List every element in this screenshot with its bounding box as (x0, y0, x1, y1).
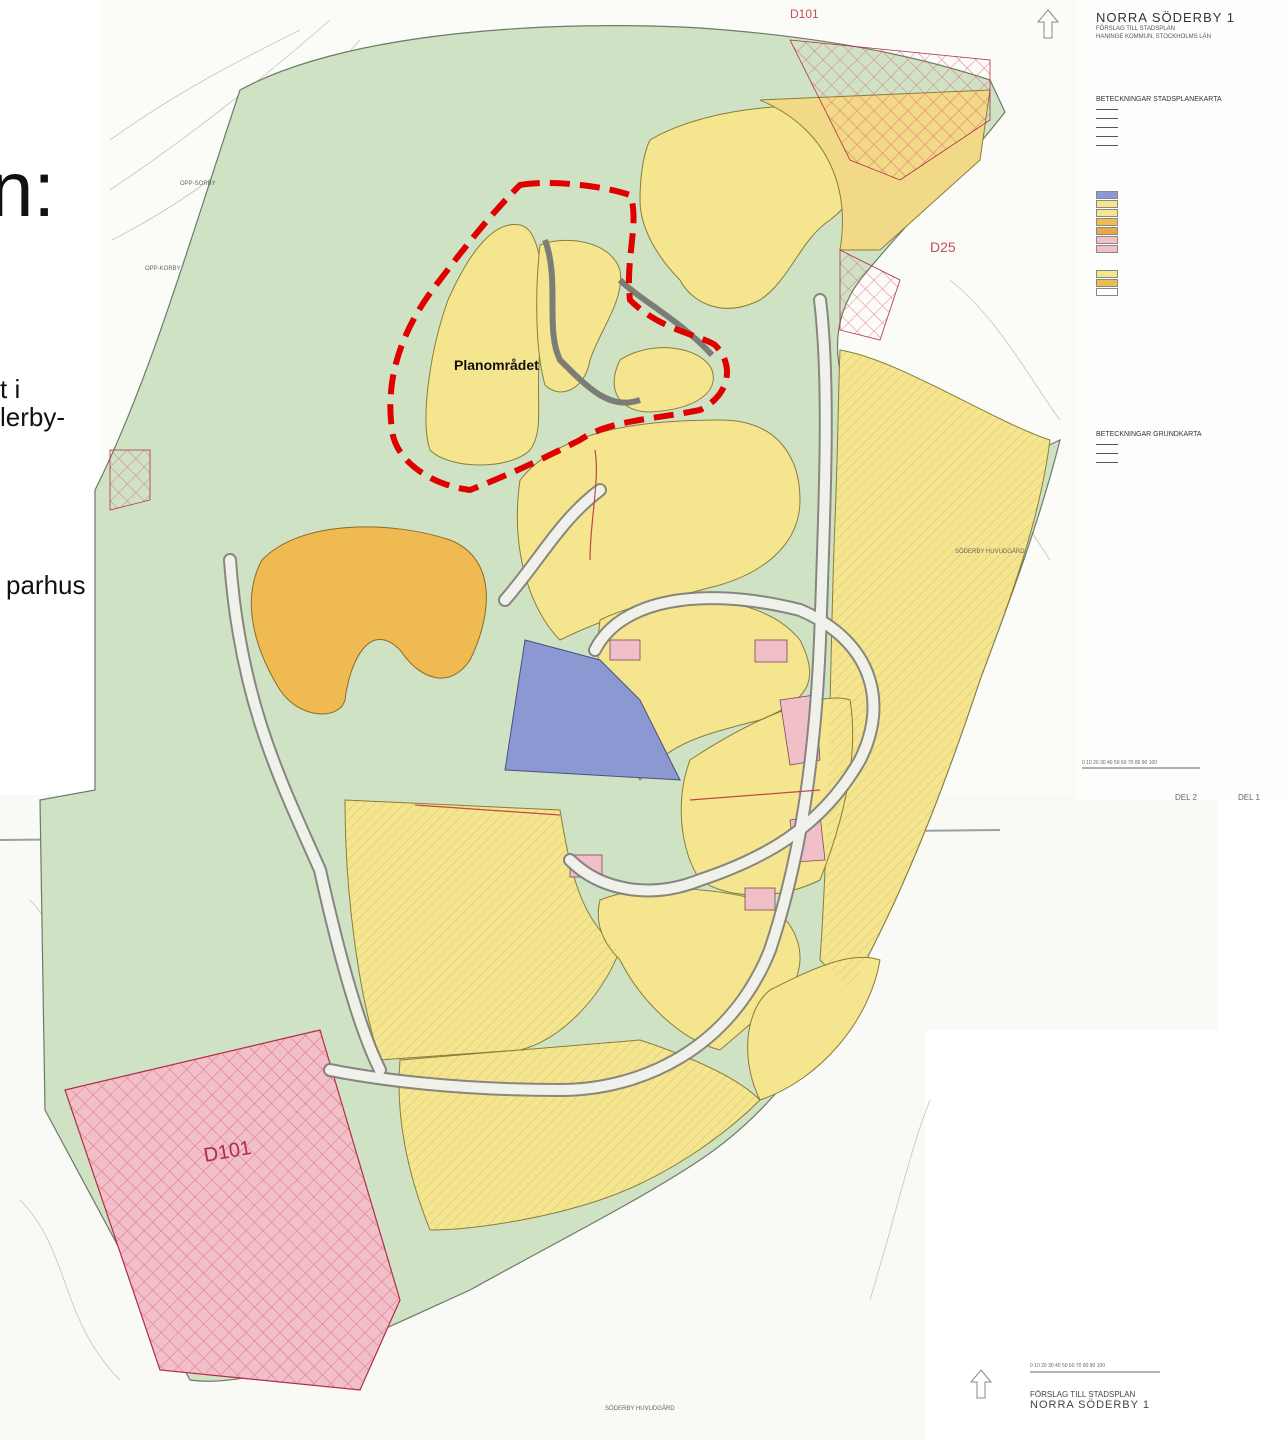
map-legend: NORRA SÖDERBY 1 FÖRSLAG TILL STADSPLAN H… (1096, 10, 1286, 467)
public-zone (504, 639, 681, 781)
north-arrow-icon (1036, 9, 1060, 39)
code-d101-north: D101 (790, 7, 819, 21)
legend-row (1096, 105, 1286, 114)
road-label-east: SÖDERBY HUVUDGÅRD (955, 548, 1025, 555)
crosshatch-north-east (789, 39, 991, 181)
lower-right-blank (925, 1030, 1288, 1440)
north-arrow-bottom-icon (969, 1369, 993, 1399)
area-label-opp-sorby: OPP-SORBY (180, 181, 216, 187)
legend-swatch-orange (1096, 217, 1286, 226)
code-d25: D25 (930, 239, 956, 255)
road-label-south: SÖDERBY HUVUDGÅRD (605, 1405, 675, 1412)
district-d101-crosshatch (65, 1030, 400, 1390)
legend-subtitle-2: HANINGE KOMMUN, STOCKHOLMS LÄN (1096, 34, 1211, 40)
legend-row (1096, 440, 1286, 449)
hatch-east (820, 350, 1050, 990)
legend-row (1096, 449, 1286, 458)
bottom-sheet-title: FÖRSLAG TILL STADSPLAN NORRA SÖDERBY 1 (1030, 1390, 1150, 1411)
map-sheet-right (1075, 0, 1288, 800)
plan-area-label: Planområdet (454, 357, 539, 373)
legend-swatch-blue (1096, 190, 1286, 199)
legend-swatch-orange-3 (1096, 278, 1286, 287)
legend-swatch-yellow-2 (1096, 208, 1286, 217)
legend-row (1096, 114, 1286, 123)
bottom-title-line-1: FÖRSLAG TILL STADSPLAN (1030, 1390, 1136, 1399)
scale-bar-top: 0 10 20 30 40 50 60 70 80 90 100 (1082, 760, 1200, 769)
orange-zone (250, 526, 487, 715)
legend-subtitle-1: FÖRSLAG TILL STADSPLAN (1096, 26, 1175, 32)
bottom-title-line-2: NORRA SÖDERBY 1 (1030, 1399, 1150, 1411)
legend-section-plan: BETECKNINGAR STADSPLANEKARTA (1096, 96, 1222, 103)
svg-text:0 10 20 30 40 50 60 70 80 90 1: 0 10 20 30 40 50 60 70 80 90 100 (1030, 1363, 1105, 1369)
slide-text-line-3: parhus (6, 570, 86, 600)
svg-text:0 10 20 30 40 50 60 70 80 90 1: 0 10 20 30 40 50 60 70 80 90 100 (1082, 760, 1157, 766)
legend-swatch-pink (1096, 235, 1286, 244)
legend-title: NORRA SÖDERBY 1 (1096, 10, 1236, 25)
loop-road-north (542, 238, 715, 406)
scale-bar-bottom: 0 10 20 30 40 50 60 70 80 90 100 (1030, 1363, 1160, 1373)
housing-zone-central-north (516, 419, 801, 641)
area-label-opp-korby: OPP-KORBY (145, 266, 181, 272)
sheet-label-del1: DEL 1 (1238, 793, 1260, 802)
legend-swatch-orange-2 (1096, 226, 1286, 235)
legend-swatch-yellow (1096, 199, 1286, 208)
sheet-label-del2: DEL 2 (1175, 793, 1197, 802)
property-lines (414, 449, 821, 816)
housing-zone-plan-west (425, 223, 544, 466)
roads-inner (225, 295, 879, 1095)
legend-row (1096, 123, 1286, 132)
legend-swatch-yellow-3 (1096, 269, 1286, 278)
legend-row (1096, 141, 1286, 150)
legend-section-base: BETECKNINGAR GRUNDKARTA (1096, 431, 1202, 438)
legend-swatch-pink-2 (1096, 244, 1286, 253)
slide-heading: n: (0, 145, 56, 233)
slide-text-line-2: lerby- (0, 402, 66, 432)
housing-zone-plan-east (613, 347, 714, 413)
legend-row (1096, 458, 1286, 467)
crosshatch-east (839, 249, 901, 341)
plan-area-boundary (387, 180, 730, 493)
hatch-south-west (345, 800, 620, 1060)
crosshatch-west (109, 449, 151, 511)
slide-text-line-1: t i (0, 374, 21, 404)
legend-row (1096, 132, 1286, 141)
legend-swatch-white (1096, 287, 1286, 296)
